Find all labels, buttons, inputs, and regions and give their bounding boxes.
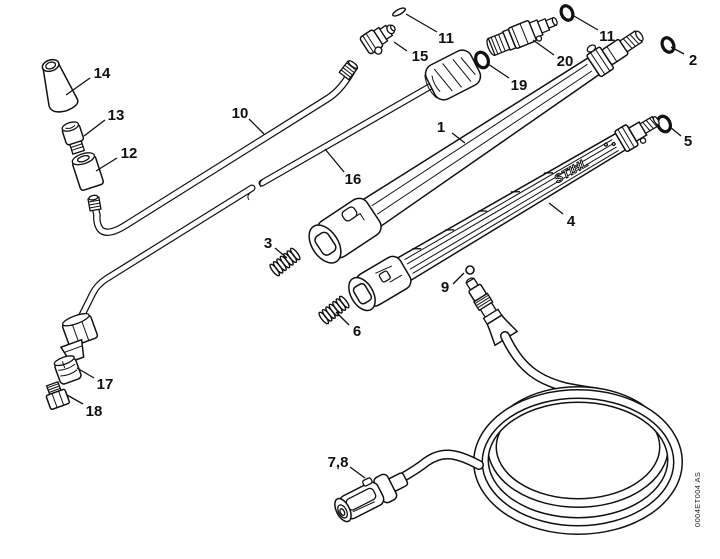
callout-7-8: 7,8 (328, 454, 349, 471)
nut-part18 (45, 380, 71, 411)
callout-9: 9 (441, 279, 449, 296)
callout-19: 19 (511, 77, 528, 94)
callout-5: 5 (684, 133, 692, 150)
callout-17: 17 (97, 376, 114, 393)
hose-swivel-connector (465, 277, 519, 347)
pressure-hose-part7-8 (334, 331, 683, 535)
oring-part11-left (392, 7, 406, 17)
leader-lines (65, 13, 685, 479)
oring-part11-right (559, 4, 575, 22)
oring-part5 (655, 114, 673, 134)
nozzle-part13 (61, 121, 86, 155)
bent-tube-part10 (87, 60, 359, 236)
callout-2: 2 (689, 52, 697, 69)
oring-part2 (660, 36, 676, 54)
callout-11-right: 11 (599, 28, 615, 45)
drawing-number: 0004ET004 AS (693, 472, 702, 527)
callout-15: 15 (412, 48, 429, 65)
callout-1: 1 (437, 119, 445, 136)
callout-16: 16 (345, 171, 362, 188)
callout-10: 10 (232, 105, 249, 122)
collar-part17 (53, 355, 82, 385)
callouts: 1 2 3 4 5 6 7,8 9 10 11 11 12 13 14 15 1… (86, 28, 698, 471)
valve-fitting-part15 (359, 24, 396, 55)
spring-part3 (269, 247, 301, 277)
sleeve-part12 (71, 152, 105, 191)
oring-part9 (465, 265, 475, 275)
nozzle-cone-part14 (41, 58, 79, 113)
coupling-part20 (486, 16, 558, 57)
gun-barrel-part1 (308, 30, 644, 264)
callout-3: 3 (264, 235, 272, 252)
callout-6: 6 (353, 323, 361, 340)
spring-part6 (318, 295, 350, 325)
callout-4: 4 (567, 213, 576, 230)
callout-14: 14 (94, 65, 111, 82)
union-nut (61, 312, 99, 348)
callout-13: 13 (108, 107, 125, 124)
callout-12: 12 (121, 145, 138, 162)
callout-18: 18 (86, 403, 103, 420)
extension-tube-part16 (77, 49, 482, 321)
callout-20: 20 (557, 53, 574, 70)
oring-part19 (473, 50, 491, 70)
callout-11-left: 11 (438, 30, 454, 47)
